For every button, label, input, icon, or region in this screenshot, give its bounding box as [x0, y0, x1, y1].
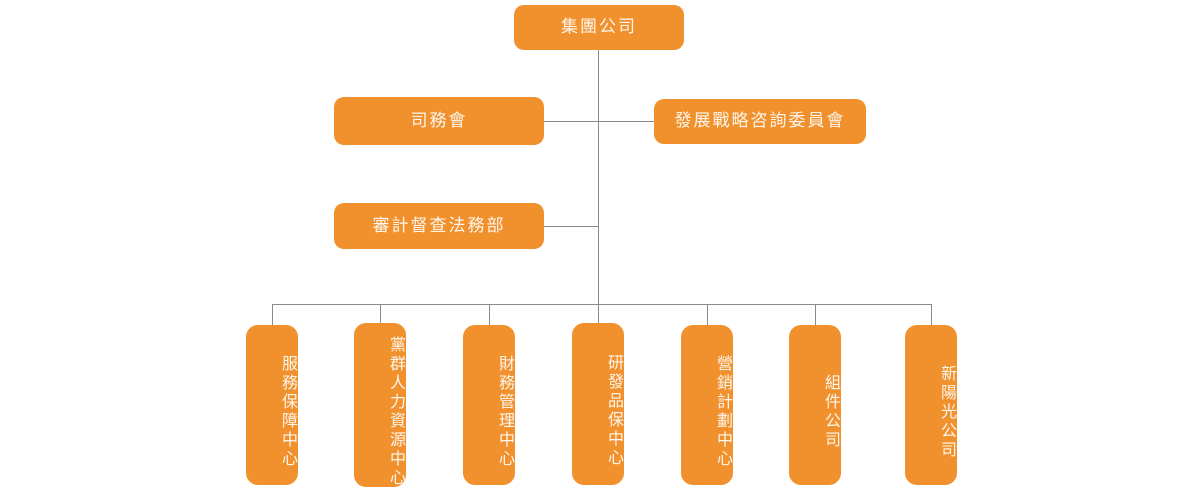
org-node-root-label: 集團公司: [561, 17, 637, 37]
connector-drop-4: [707, 304, 708, 325]
org-node-staff-1[interactable]: 發展戰略咨詢委員會: [646, 92, 866, 144]
org-node-division-3[interactable]: 研發品保中心: [572, 323, 624, 485]
org-node-staff-1-label: 發展戰略咨詢委員會: [674, 111, 846, 131]
org-node-division-3-label: 研發品保中心: [605, 354, 622, 468]
connector-staff-0-horizontal: [544, 121, 598, 122]
connector-trunk-vertical: [598, 50, 599, 304]
org-node-staff-0[interactable]: 司務會: [326, 90, 544, 145]
connector-division-bus: [272, 304, 932, 305]
org-node-division-5[interactable]: 組件公司: [789, 325, 841, 485]
connector-staff-1-horizontal: [598, 121, 654, 122]
connector-staff-2-horizontal: [544, 226, 598, 227]
org-node-division-6-label: 新陽光公司: [938, 364, 955, 460]
org-node-division-4-label: 營銷計劃中心: [714, 355, 731, 469]
org-node-staff-0-label: 司務會: [410, 110, 468, 130]
org-node-division-5-label: 組件公司: [822, 374, 839, 450]
org-node-division-0[interactable]: 服務保障中心: [246, 325, 298, 485]
org-node-division-1-label: 黨群人力資源中心: [387, 336, 404, 488]
org-node-division-6[interactable]: 新陽光公司: [905, 325, 957, 485]
connector-drop-0: [272, 304, 273, 325]
org-node-division-1[interactable]: 黨群人力資源中心: [354, 323, 406, 488]
org-node-staff-2[interactable]: 審計督查法務部: [326, 196, 544, 249]
org-node-division-2-label: 財務管理中心: [496, 355, 513, 469]
org-node-root[interactable]: 集團公司: [506, 0, 684, 50]
connector-drop-5: [815, 304, 816, 325]
org-node-division-0-label: 服務保障中心: [279, 355, 296, 469]
connector-drop-6: [931, 304, 932, 325]
connector-drop-1: [380, 304, 381, 323]
org-node-staff-2-label: 審計督查法務部: [372, 215, 506, 235]
connector-drop-2: [489, 304, 490, 325]
org-node-division-4[interactable]: 營銷計劃中心: [681, 325, 733, 485]
connector-drop-3: [598, 304, 599, 323]
org-node-division-2[interactable]: 財務管理中心: [463, 325, 515, 485]
